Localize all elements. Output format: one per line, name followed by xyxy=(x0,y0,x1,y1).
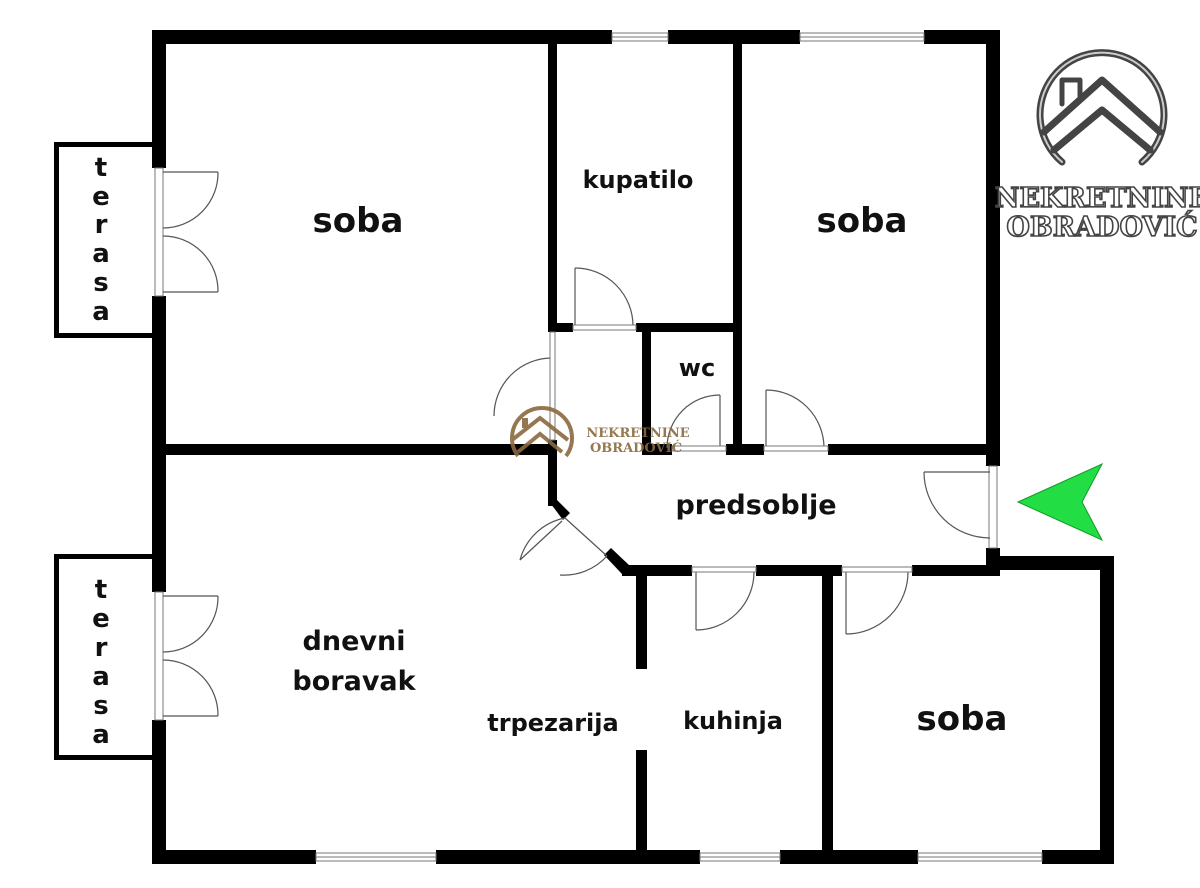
room-label-kuhinja: kuhinja xyxy=(683,707,783,735)
terasa-bottom-letter: a xyxy=(92,662,110,692)
room-label-trpezarija: trpezarija xyxy=(487,709,618,737)
logo-text-line2: OBRADOVIĆ xyxy=(1006,209,1197,243)
terasa-bottom-letter: e xyxy=(92,604,110,634)
watermark-text-line1: NEKRETNINE xyxy=(586,426,689,441)
watermark-text-line2: OBRADOVIĆ xyxy=(590,439,682,456)
terasa-top-letter: e xyxy=(92,182,110,212)
terasa-bottom-letter: r xyxy=(95,633,108,663)
room-label-kupatilo: kupatilo xyxy=(583,166,694,194)
watermark: NEKRETNINE OBRADOVIĆ xyxy=(510,406,690,458)
room-label-boravak: boravak xyxy=(292,666,416,697)
room-label-wc: wc xyxy=(679,354,715,382)
terasa-bottom-letter: t xyxy=(95,575,107,605)
room-label-soba-top-right: soba xyxy=(817,201,908,241)
room-label-soba-bottom-right: soba xyxy=(917,699,1008,739)
watermark-house-icon xyxy=(510,406,574,458)
room-label-terasa-bottom: t e r a s a xyxy=(92,575,110,750)
room-label-soba-top-left: soba xyxy=(313,201,404,241)
brand-logo: NEKRETNINE OBRADOVIĆ xyxy=(994,49,1200,244)
door-frames xyxy=(549,324,913,573)
terasa-top-letter: a xyxy=(92,297,110,327)
walls xyxy=(54,30,1114,864)
terasa-bottom-letter: a xyxy=(92,720,110,750)
logo-text-line1: NEKRETNINE xyxy=(995,183,1200,214)
terasa-top-letter: a xyxy=(92,239,110,269)
windows xyxy=(154,32,1043,862)
house-logo-icon xyxy=(1036,49,1168,166)
entrance-arrow-icon xyxy=(1016,462,1104,542)
terasa-top-letter: t xyxy=(95,153,107,183)
room-label-dnevni: dnevni xyxy=(303,626,406,657)
room-label-terasa-top: t e r a s a xyxy=(92,153,110,327)
terasa-top-letter: r xyxy=(95,210,108,240)
room-label-predsoblje: predsoblje xyxy=(675,490,836,521)
terasa-bottom-letter: s xyxy=(93,691,108,721)
terasa-top-letter: s xyxy=(93,268,108,298)
door-swings xyxy=(162,171,991,717)
